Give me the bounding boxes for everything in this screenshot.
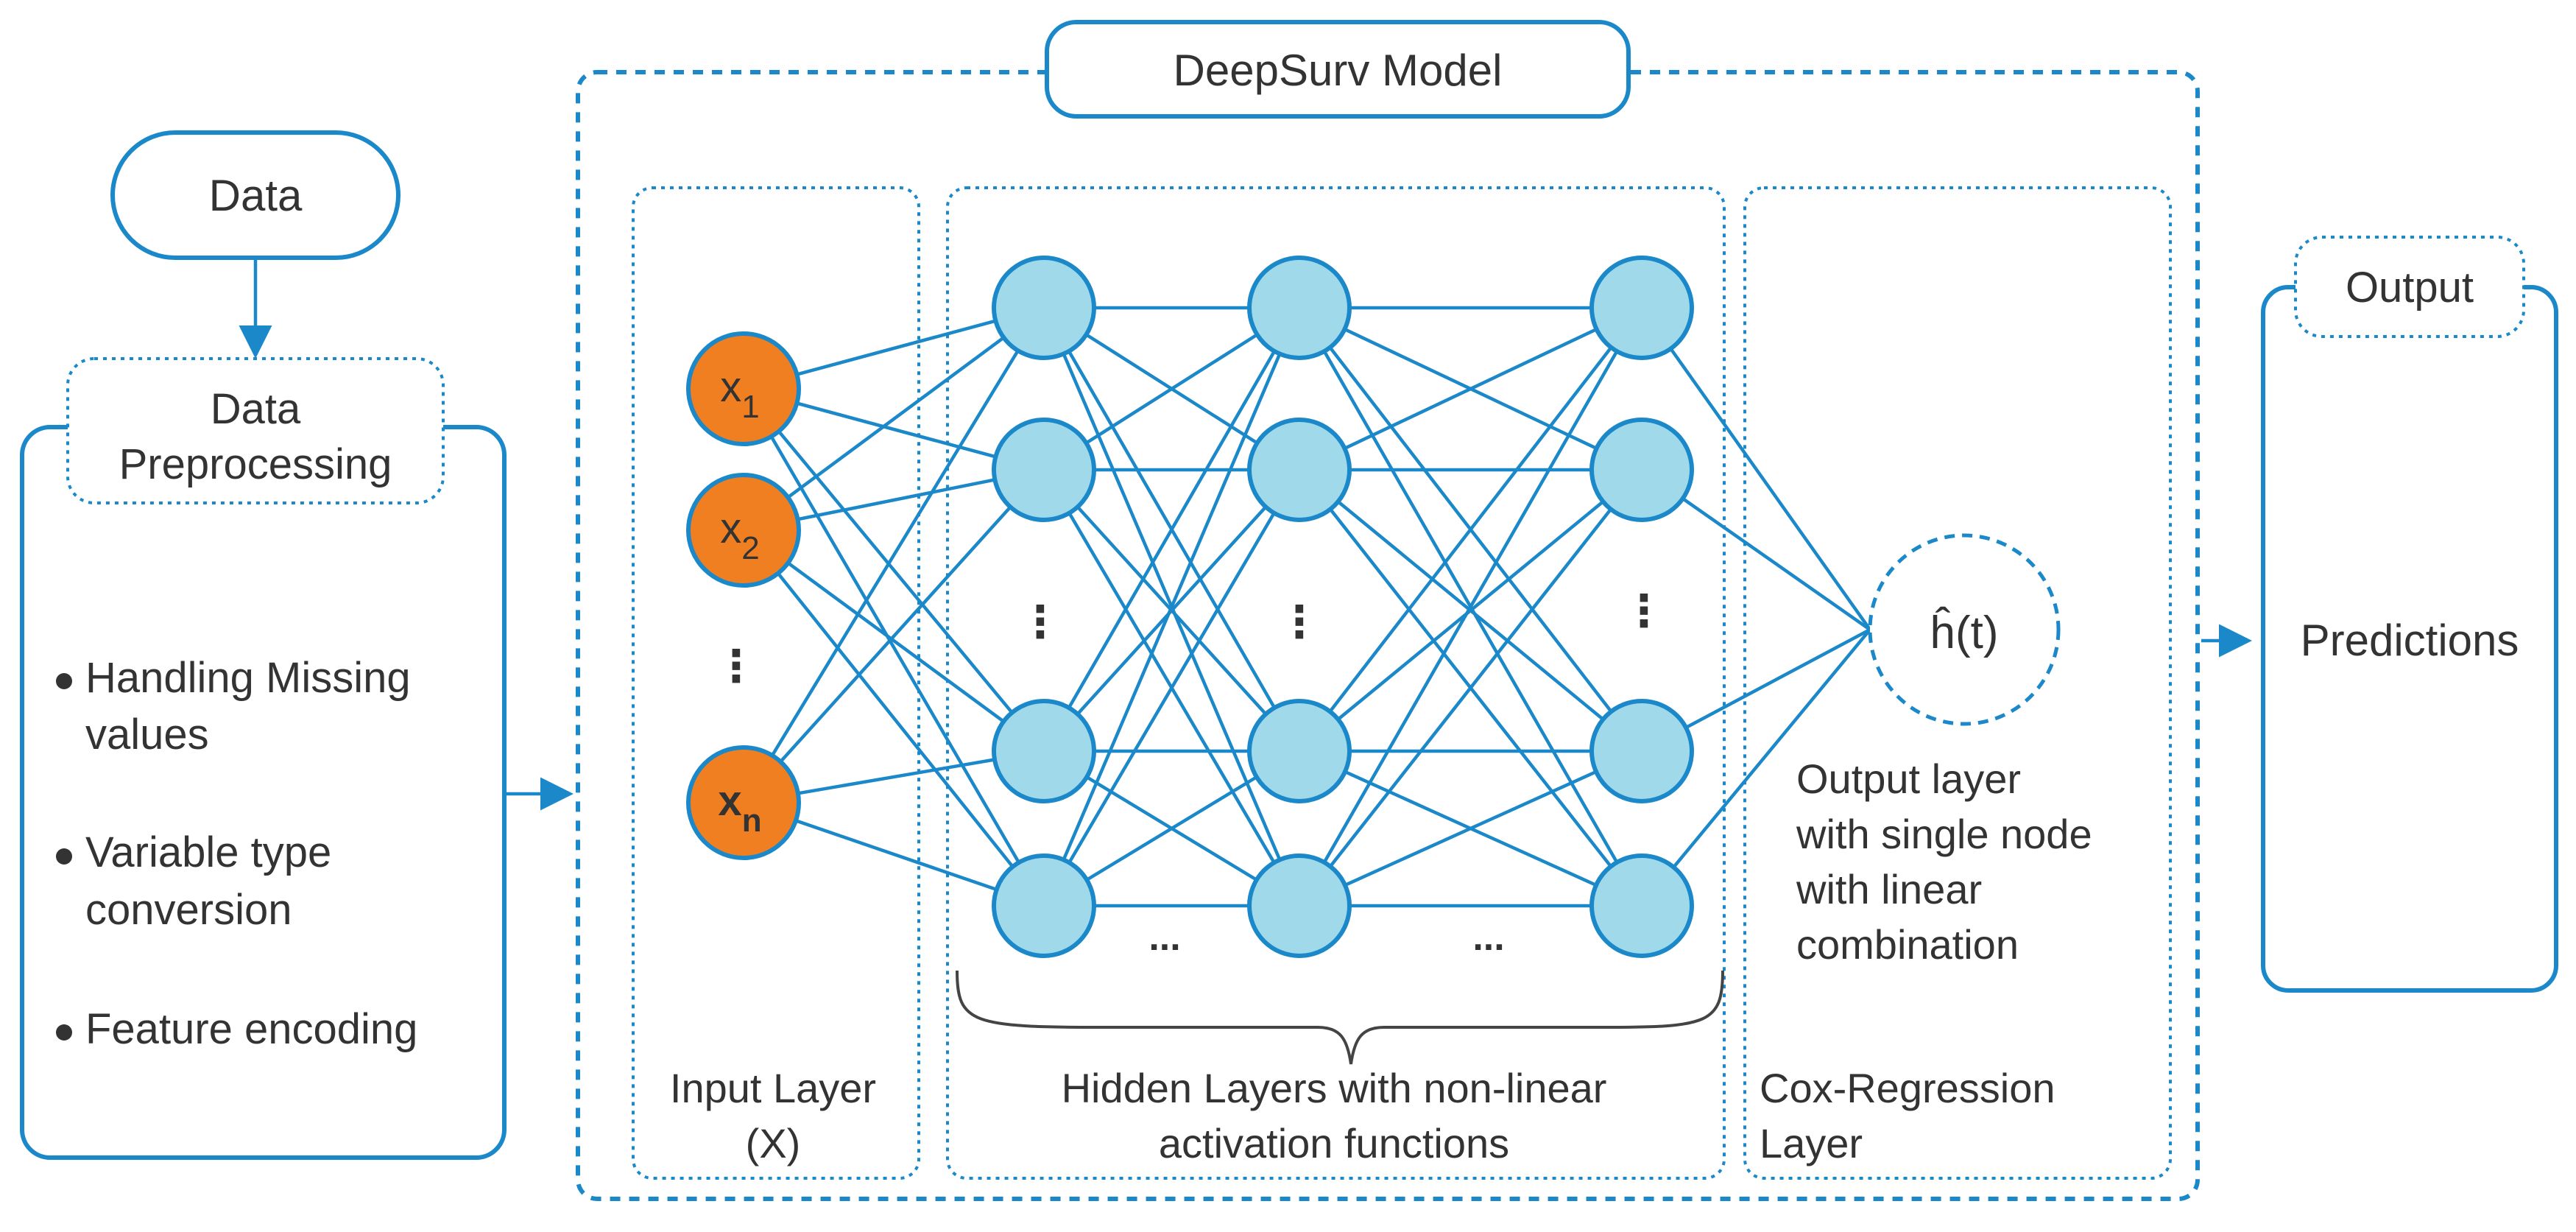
cox-output-node [1868, 533, 2061, 726]
hidden-node-l2-n4 [1247, 853, 1352, 958]
input-layer-label-line-1: Input Layer [670, 1065, 876, 1111]
input-node-circle [686, 331, 801, 446]
network-edge [1298, 306, 1643, 907]
preprocessing-title-box [66, 357, 445, 504]
hidden-node-l2-n2 [1247, 418, 1352, 522]
network-edge [1042, 306, 1301, 753]
network-edge [1640, 306, 1871, 631]
hidden-node-l2-n1 [1247, 256, 1352, 360]
input-node-label: xn [718, 777, 761, 839]
input-layer-label-line-2: (X) [746, 1120, 801, 1166]
cox-layer-label-line-1: Cox-Regression [1760, 1065, 2055, 1111]
hidden-node-l1-n1 [992, 256, 1096, 360]
network-edge [1298, 306, 1643, 753]
cox-description-line-4: combination [1796, 921, 2019, 968]
hidden-node-l3-n4 [1589, 853, 1694, 958]
list-item-3-line-1: Feature encoding [85, 1005, 417, 1053]
network-edge [742, 529, 1045, 907]
input-node-circle [686, 473, 801, 588]
network-edge [1298, 468, 1643, 907]
hidden-layers-label-line-2: activation functions [1159, 1120, 1509, 1166]
input-node-1: x1 [686, 331, 801, 446]
cox-description-line-3: with linear [1796, 866, 1982, 912]
output-title: Output [2346, 264, 2474, 311]
list-item-2-line-2: conversion [85, 886, 292, 934]
cox-layer-frame [1743, 186, 2172, 1180]
list-item-1-line-2: values [85, 711, 209, 758]
input-node-label: x2 [720, 504, 759, 566]
network-edge [1042, 468, 1301, 907]
hidden-layer-3-ellipsis: ⋮ [1622, 586, 1666, 636]
hidden-node-l1-n3 [992, 699, 1096, 803]
cox-description-line-2: with single node [1796, 811, 2092, 857]
bullet-icon [56, 673, 72, 689]
hidden-node-l3-n2 [1589, 418, 1694, 522]
hidden-layers-label-line-1: Hidden Layers with non-linear [1062, 1065, 1607, 1111]
hidden-layers-brace [956, 970, 1724, 1065]
hidden-node-l1-n4 [992, 853, 1096, 958]
hidden-node-l3-n3 [1589, 699, 1694, 803]
network-edge [742, 468, 1045, 804]
network-edge [1298, 468, 1643, 753]
network-edge [742, 529, 1045, 753]
input-ellipsis: ⋮ [714, 641, 758, 691]
network-edge [742, 387, 1045, 907]
hidden-layer-1-ellipsis: ⋮ [1018, 597, 1062, 647]
cox-description-line-1: Output layer [1796, 756, 2021, 802]
input-layer-frame [632, 186, 920, 1180]
predictions-label: Predictions [2301, 616, 2519, 665]
network-edge [1299, 306, 1642, 472]
network-edge [1042, 307, 1302, 907]
input-node-n: xn [686, 745, 801, 860]
network-edge [1640, 628, 1871, 907]
bullet-icon [56, 1024, 72, 1041]
bullet-icon [56, 848, 72, 865]
hidden-node-l2-n3 [1247, 699, 1352, 803]
input-node-2: x2 [686, 473, 801, 588]
cox-layer-label-line-2: Layer [1760, 1120, 1863, 1166]
hidden-nodes [992, 256, 1694, 958]
input-node-circle [686, 745, 801, 860]
list-item-1-line-1: Handling Missing [85, 654, 411, 702]
preprocessing-list: Handling Missing values Variable type co… [56, 654, 417, 1053]
preprocessing-panel: Data Preprocessing Handling Missing valu… [20, 357, 507, 1160]
output-title-box [2294, 236, 2525, 338]
preprocessing-title-line-1: Data [211, 385, 301, 433]
hidden-node-l3-n1 [1589, 256, 1694, 360]
data-label: Data [209, 171, 303, 220]
hidden-dots-1: ... [1148, 916, 1180, 959]
model-title-box [1045, 20, 1631, 119]
network-edge [742, 306, 1045, 532]
network-edge [1299, 749, 1642, 908]
input-node-label: x1 [720, 363, 759, 425]
hidden-layer-2-ellipsis: ⋮ [1277, 597, 1321, 647]
hidden-dots-2: ... [1472, 916, 1504, 959]
network-edge [742, 306, 1045, 804]
preprocessing-title-line-2: Preprocessing [119, 440, 392, 488]
cox-output-symbol: ĥ(t) [1930, 607, 1999, 658]
list-item-2-line-1: Variable type [85, 828, 331, 876]
model-title: DeepSurv Model [1174, 46, 1503, 95]
network-edge [742, 387, 1045, 753]
hidden-node-l1-n2 [992, 418, 1096, 522]
